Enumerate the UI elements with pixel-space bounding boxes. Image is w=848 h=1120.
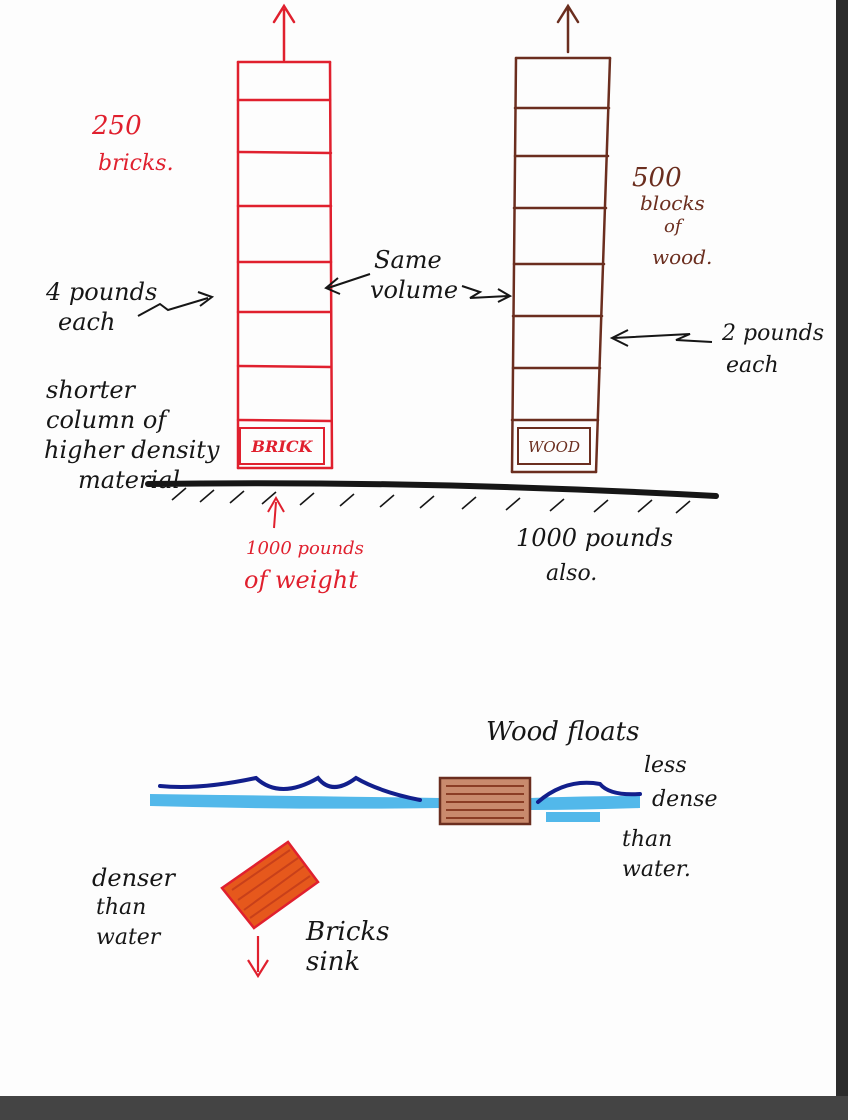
less-dense-line3: than (622, 827, 672, 852)
wood-each-line1: 2 pounds (721, 321, 824, 346)
scan-edge-bottom (0, 1096, 848, 1120)
brick-divider-7 (236, 418, 333, 423)
sinking-brick (220, 840, 320, 930)
brick-count-word: bricks. (98, 151, 174, 176)
wood-each-arrow-icon (609, 329, 713, 347)
denser-line3: water (96, 925, 162, 950)
wood-count-word2: of (664, 216, 685, 237)
floating-wood-block (438, 776, 532, 826)
shorter-line2: column of (46, 406, 170, 434)
wood-label-box (517, 427, 591, 465)
shorter-line3: higher density (44, 436, 220, 464)
wood-count-word1: blocks (640, 191, 705, 215)
denser-line2: than (96, 895, 146, 920)
wood-weight-line1: 1000 pounds (516, 524, 673, 552)
ground-hatching (171, 487, 691, 514)
less-dense-line1: less (644, 753, 687, 778)
brick-label: BRICK (251, 437, 314, 456)
brick-each-arrow-icon (137, 291, 215, 317)
wood-column (510, 3, 612, 474)
brick-count-number: 250 (91, 111, 142, 141)
brick-column-right-edge (328, 60, 334, 470)
brick-label-box (239, 427, 325, 465)
wood-each-line2: each (726, 353, 779, 378)
scan-edge-right (836, 0, 848, 1120)
paper-sheet (0, 0, 836, 1096)
brick-each-line2: each (58, 308, 115, 336)
bricks-sink-line1: Bricks (305, 917, 390, 947)
wood-label: WOOD (528, 438, 580, 456)
less-dense-line4: water. (622, 857, 691, 882)
brick-weight-line1: 1000 pounds (246, 538, 364, 559)
brick-column (236, 3, 334, 470)
brick-weight-arrow-icon (267, 495, 285, 529)
brick-up-arrow-icon (272, 3, 296, 62)
denser-line1: denser (92, 864, 177, 892)
brick-weight-line2: of weight (244, 566, 358, 594)
brick-each-line1: 4 pounds (45, 278, 157, 306)
wood-floats-label: Wood floats (486, 717, 639, 747)
same-volume-right-arrow-icon (461, 285, 513, 303)
brick-divider-6 (236, 364, 333, 369)
bricks-sink-line2: sink (306, 947, 360, 977)
water-surface-right (536, 780, 642, 804)
water-body (150, 794, 640, 822)
shorter-line1: shorter (46, 376, 137, 404)
wood-count-number: 500 (632, 163, 682, 193)
same-volume-left-arrow-icon (324, 273, 371, 295)
shorter-line4: material (78, 466, 180, 494)
wood-count-word3: wood. (652, 245, 712, 269)
wood-up-arrow-icon (556, 3, 580, 54)
less-dense-line2: dense (652, 787, 718, 812)
wood-weight-line2: also. (546, 561, 597, 586)
same-volume-line2: volume (370, 276, 458, 304)
density-diagram: BRICK WOOD 250 bricks. 1000 pounds of we… (44, 3, 824, 979)
water-surface-left (158, 775, 422, 802)
same-volume-line1: Same (374, 246, 442, 274)
ground-line (145, 480, 719, 499)
brick-divider-2 (236, 150, 333, 155)
sink-arrow-icon (247, 936, 269, 979)
